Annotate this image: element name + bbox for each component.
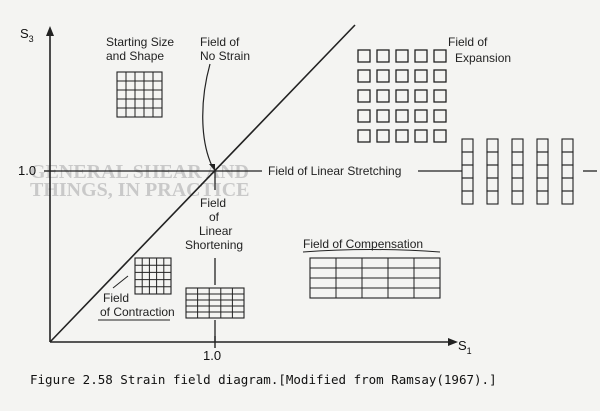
figure-caption: Figure 2.58 Strain field diagram.[Modifi…: [30, 372, 497, 387]
linear-stretching-label: Field of Linear Stretching: [268, 164, 401, 178]
expansion-square: [357, 49, 371, 63]
expansion-square: [357, 89, 371, 103]
expansion-square: [357, 109, 371, 123]
stretch-cell: [511, 177, 524, 192]
contraction-pointer: [112, 275, 129, 289]
expansion-square: [376, 129, 390, 143]
compensation-underline: [302, 249, 441, 253]
expansion-square: [414, 109, 428, 123]
y-axis-arrow: [46, 26, 54, 36]
expansion-squares: [357, 49, 447, 143]
stretch-cell: [461, 151, 474, 166]
stretch-cell: [536, 164, 549, 179]
x-axis-arrow: [448, 338, 458, 346]
linear-shortening-label: Shortening: [185, 238, 243, 252]
expansion-square: [433, 69, 447, 83]
stretch-cell: [461, 177, 474, 192]
y-axis-label: S3: [20, 26, 34, 44]
contraction-grid: [134, 257, 172, 295]
stretch-cell: [511, 164, 524, 179]
contraction-label: Field: [103, 291, 129, 305]
x-axis-label: S1: [458, 338, 472, 356]
stretch-cell: [461, 190, 474, 205]
ghost-text: THINGS, IN PRACTICE: [30, 179, 249, 201]
no-strain-label: No Strain: [200, 49, 250, 63]
expansion-square: [395, 89, 409, 103]
strain-shape-grids: [116, 49, 574, 319]
stretch-cell: [461, 164, 474, 179]
stretch-cell: [536, 151, 549, 166]
x-tick-label: 1.0: [203, 348, 221, 363]
expansion-square: [376, 89, 390, 103]
expansion-square: [414, 89, 428, 103]
stretch-cell: [561, 151, 574, 166]
expansion-square: [376, 69, 390, 83]
expansion-label: Field of: [448, 35, 488, 49]
starting-size-label: Starting Size: [106, 35, 174, 49]
stretch-cell: [486, 177, 499, 192]
linear-shortening-label: Linear: [199, 224, 232, 238]
no-strain-label: Field of: [200, 35, 240, 49]
expansion-square: [414, 129, 428, 143]
expansion-square: [433, 89, 447, 103]
contraction-label: of Contraction: [100, 305, 175, 319]
expansion-square: [414, 49, 428, 63]
starting-size-label: and Shape: [106, 49, 164, 63]
starting-shape-grid: [116, 71, 163, 118]
stretch-cell: [486, 138, 499, 153]
stretch-cell: [536, 138, 549, 153]
no-strain-diagonal: [49, 24, 356, 343]
expansion-label: Expansion: [455, 51, 511, 65]
no-strain-pointer-arrow: [209, 164, 215, 171]
compensation-label: Field of Compensation: [303, 237, 423, 251]
stretch-cell: [486, 190, 499, 205]
stretch-cell: [536, 190, 549, 205]
expansion-square: [433, 109, 447, 123]
expansion-square: [395, 129, 409, 143]
stretch-cell: [511, 190, 524, 205]
stretch-cell: [486, 151, 499, 166]
expansion-square: [414, 69, 428, 83]
stretch-cell: [561, 138, 574, 153]
stretch-cell: [536, 177, 549, 192]
ghost-text: GENERAL SHEAR AND: [30, 161, 249, 183]
linear-shortening-grid: [185, 287, 245, 319]
expansion-square: [357, 129, 371, 143]
stretch-cell: [561, 190, 574, 205]
stretch-cell: [511, 138, 524, 153]
expansion-square: [395, 49, 409, 63]
stretch-cell: [561, 177, 574, 192]
stretch-cell: [511, 151, 524, 166]
y-tick-label: 1.0: [18, 163, 36, 178]
expansion-square: [395, 69, 409, 83]
no-strain-pointer: [202, 63, 213, 167]
linear-stretching-columns: [461, 138, 574, 205]
expansion-square: [376, 49, 390, 63]
compensation-grid: [309, 257, 441, 299]
stretch-cell: [486, 164, 499, 179]
linear-shortening-label: Field: [200, 196, 226, 210]
expansion-square: [376, 109, 390, 123]
expansion-square: [395, 109, 409, 123]
stretch-cell: [461, 138, 474, 153]
stretch-cell: [561, 164, 574, 179]
expansion-square: [357, 69, 371, 83]
expansion-square: [433, 129, 447, 143]
expansion-square: [433, 49, 447, 63]
linear-shortening-label: of: [209, 210, 220, 224]
